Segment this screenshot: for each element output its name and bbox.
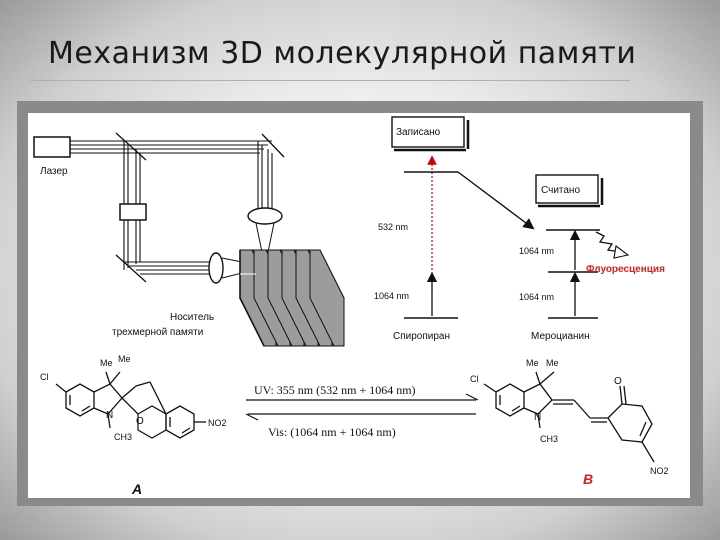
mirror-top-left [115, 132, 147, 161]
read-state-box [535, 174, 599, 204]
right-vertical-beam [257, 141, 273, 210]
wavelength-1064-right-upper-label: 1064 nm [519, 246, 554, 256]
vis-condition: Vis: (1064 nm + 1064 nm) [268, 425, 396, 439]
laser-box [33, 136, 71, 158]
atom-ch3-a: CH3 [114, 432, 132, 442]
title-divider [30, 80, 630, 81]
relaxation-line [457, 171, 535, 230]
molecule-b-label: B [583, 471, 593, 487]
atom-me1-b: Me [526, 358, 539, 368]
atom-o-a: O [136, 416, 144, 427]
atom-n-a: N [106, 410, 113, 421]
wavelength-1064-right-lower-label: 1064 nm [519, 292, 554, 302]
written-state-box [391, 116, 465, 148]
spiropyran-label: Спиропиран [393, 331, 450, 342]
reaction-arrows: UV: 355 nm (532 nm + 1064 nm) Vis: (1064… [245, 383, 479, 439]
atom-me2-a: Me [118, 354, 131, 364]
molecule-a [55, 371, 206, 439]
atom-me2-b: Me [546, 358, 559, 368]
medium-label-line1: Носитель [170, 312, 214, 323]
memory-medium [239, 249, 345, 347]
mirror-bottom-left [115, 254, 147, 283]
fluorescence-arrow [595, 231, 621, 253]
atom-cl-a: Cl [40, 372, 49, 382]
atom-no2-b: NO2 [650, 466, 669, 476]
atom-me1-a: Me [100, 358, 113, 368]
atom-cl-b: Cl [470, 374, 479, 384]
read-state-label: Считано [541, 185, 580, 196]
modulator-box [119, 203, 147, 221]
atom-n-b: N [534, 412, 541, 423]
optical-setup [33, 132, 285, 284]
bottom-horizontal-beam [124, 261, 214, 275]
wavelength-1064-left-label: 1064 nm [374, 291, 409, 301]
medium-label-line2: трехмерной памяти [112, 327, 203, 338]
laser-beam [70, 140, 272, 154]
fluorescence-label: Флуоресценция [586, 264, 665, 275]
energy-diagram: Записано Считано 532 nm 1064 nm 1064 nm … [374, 116, 665, 342]
written-state-label: Записано [396, 127, 441, 138]
atom-no2-a: NO2 [208, 418, 227, 428]
merocyanine-label: Мероцианин [531, 331, 590, 342]
slide-title: Механизм 3D молекулярной памяти [48, 36, 637, 71]
laser-label: Лазер [40, 166, 68, 177]
side-lens [208, 252, 224, 284]
wavelength-532-label: 532 nm [378, 222, 408, 232]
atom-ch3-b: CH3 [540, 434, 558, 444]
molecule-a-label: A [131, 481, 142, 497]
mirror-top-right [261, 133, 285, 158]
top-lens [247, 207, 283, 225]
uv-condition: UV: 355 nm (532 nm + 1064 nm) [254, 383, 416, 397]
atom-o-b: O [614, 376, 622, 387]
molecule-b [483, 371, 655, 463]
